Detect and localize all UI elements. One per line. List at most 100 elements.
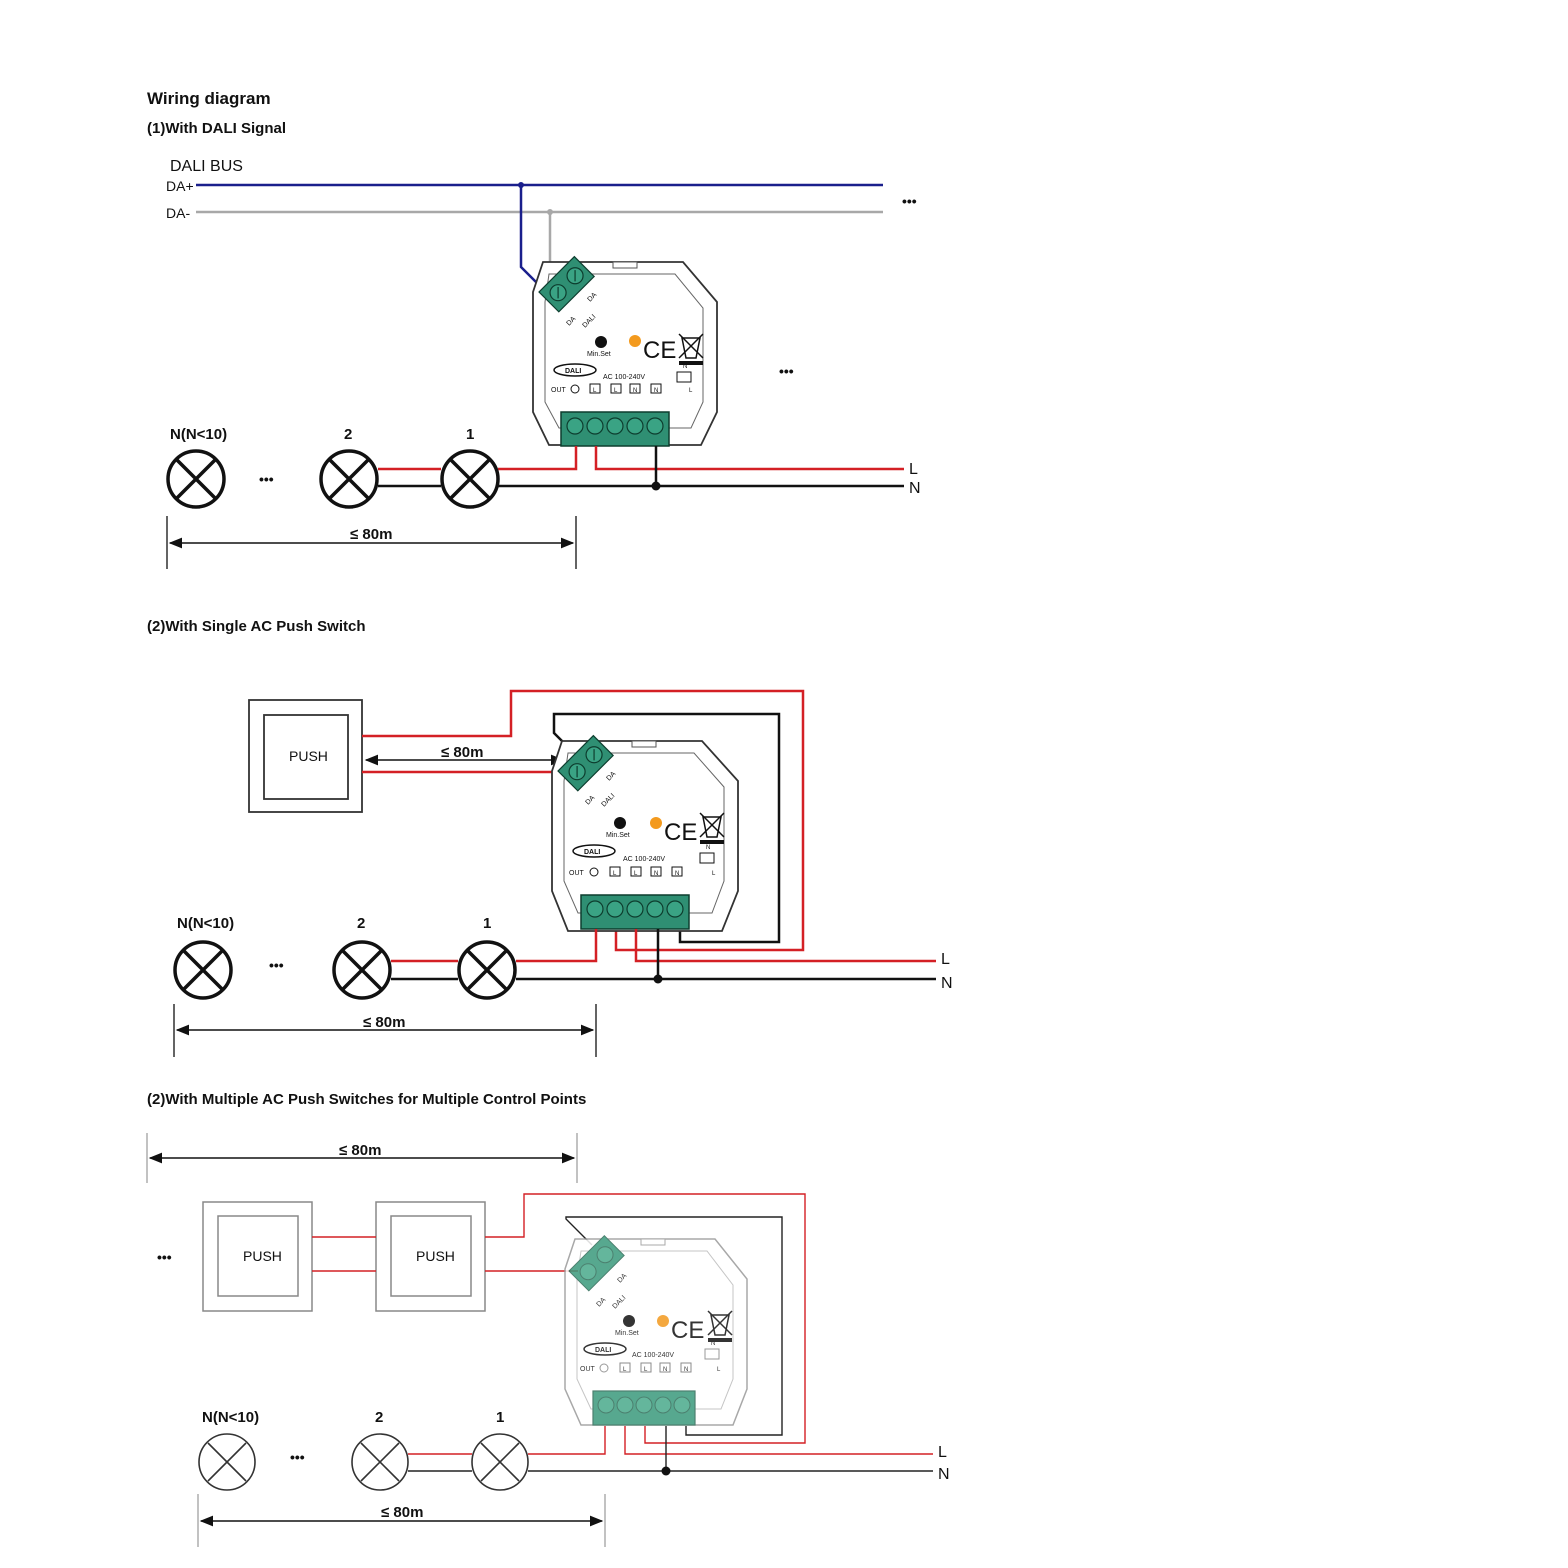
neutral-label-2: N bbox=[941, 975, 953, 992]
out-lamp-icon-2 bbox=[589, 867, 599, 877]
dali-terminal-block bbox=[538, 255, 596, 313]
out-label-3: OUT bbox=[580, 1366, 596, 1373]
dali-bus-label: DALI BUS bbox=[170, 158, 243, 175]
out-lamp-icon bbox=[570, 384, 580, 394]
switch-neutral-loop-wire bbox=[552, 712, 781, 944]
dali-logo bbox=[553, 363, 597, 377]
section1-heading: (1)With DALI Signal bbox=[147, 120, 286, 137]
terminal-label-l2: L bbox=[614, 388, 618, 394]
terminal-label-l1-2: L bbox=[613, 871, 617, 877]
dali-logo-text-2: DALI bbox=[584, 849, 600, 856]
switch-neutral-loop-wire-3 bbox=[565, 1216, 783, 1436]
voltage-label-2: AC 100-240V bbox=[623, 856, 665, 863]
weee-icon bbox=[678, 333, 704, 365]
terminal-label-n2-3: N bbox=[684, 1367, 688, 1373]
weee-icon-3 bbox=[707, 1310, 733, 1342]
out-lamp-icon-3 bbox=[599, 1363, 609, 1373]
terminal-label-n2: N bbox=[654, 388, 658, 394]
lamp-1-label-3: 1 bbox=[496, 1409, 504, 1426]
switch-ellipsis: ••• bbox=[157, 1249, 172, 1265]
lamp-1-label: 1 bbox=[466, 426, 474, 443]
section2-heading: (2)With Single AC Push Switch bbox=[147, 618, 365, 635]
min-set-label: Min.Set bbox=[587, 351, 611, 358]
terminal-label-n1-2: N bbox=[654, 871, 658, 877]
lamp-ellipsis-2: ••• bbox=[269, 957, 284, 973]
push-switch-b: PUSH bbox=[375, 1201, 486, 1312]
lamp-ellipsis-3: ••• bbox=[290, 1449, 305, 1465]
mains-live-wire-2 bbox=[634, 929, 936, 963]
switch-n-label: N bbox=[683, 364, 687, 370]
terminal-label-n2-2: N bbox=[675, 871, 679, 877]
lamp-2-3 bbox=[351, 1433, 409, 1491]
lamp-distance-label: ≤ 80m bbox=[350, 526, 392, 543]
section-single-push-switch: (2)With Single AC Push Switch PUSH ≤ 80m… bbox=[147, 618, 953, 1057]
terminal-label-l2-3: L bbox=[644, 1367, 648, 1373]
dali-logo-text: DALI bbox=[565, 368, 581, 375]
weee-icon-2 bbox=[699, 812, 725, 844]
min-set-label-2: Min.Set bbox=[606, 832, 630, 839]
out-label: OUT bbox=[551, 387, 567, 394]
min-set-button-2 bbox=[614, 817, 626, 829]
lamp-distance-label-2: ≤ 80m bbox=[363, 1014, 405, 1031]
mains-live-wire-3 bbox=[624, 1426, 933, 1455]
switch-symbol-icon-2 bbox=[699, 852, 715, 864]
controller-module-3: DA DA DALI Min.Set CE DALI AC 100-240V O… bbox=[564, 1234, 748, 1426]
ce-mark-2: CE bbox=[664, 819, 697, 846]
push-switch-label: PUSH bbox=[289, 748, 328, 764]
lamp-2-label: 2 bbox=[344, 426, 352, 443]
neutral-junction-3 bbox=[661, 1466, 671, 1476]
min-set-label-3: Min.Set bbox=[615, 1330, 639, 1337]
lamp-n-label-2: N(N<10) bbox=[177, 915, 234, 932]
ce-mark-3: CE bbox=[671, 1317, 704, 1344]
page-title: Wiring diagram bbox=[147, 89, 271, 108]
lamp-live-wire bbox=[498, 446, 578, 471]
dali-logo-3 bbox=[583, 1342, 627, 1356]
lamp-live-wire-3 bbox=[528, 1426, 606, 1455]
status-indicator-2 bbox=[650, 817, 662, 829]
live-label-2: L bbox=[941, 951, 950, 968]
lamp-2-label-2: 2 bbox=[357, 915, 365, 932]
neutral-junction bbox=[651, 481, 661, 491]
switch-live-feed-wire bbox=[362, 689, 805, 952]
controller-module-1: DA DA DALI Min.Set CE DALI AC 100-240V O… bbox=[532, 255, 718, 447]
mains-live-wire bbox=[594, 446, 904, 471]
switches-distance-label: ≤ 80m bbox=[339, 1142, 381, 1159]
dali-logo-2 bbox=[572, 844, 616, 858]
dali-logo-text-3: DALI bbox=[595, 1347, 611, 1354]
side-ellipsis: ••• bbox=[779, 363, 794, 379]
switch-distance-label: ≤ 80m bbox=[441, 744, 483, 761]
lamp-ellipsis: ••• bbox=[259, 471, 274, 487]
neutral-junction-2 bbox=[653, 974, 663, 984]
terminal-label-n1-3: N bbox=[663, 1367, 667, 1373]
lamp-distance-label-3: ≤ 80m bbox=[381, 1504, 423, 1521]
terminal-label-l1-3: L bbox=[623, 1367, 627, 1373]
switch-n-label-2: N bbox=[706, 845, 710, 851]
switch-symbol-icon-3 bbox=[704, 1348, 720, 1360]
switch-live-feed-wire-3 bbox=[485, 1193, 806, 1444]
terminal-label-l1: L bbox=[593, 388, 597, 394]
lamp-1-2 bbox=[457, 940, 517, 1000]
terminal-label-l2-2: L bbox=[634, 871, 638, 877]
voltage-label: AC 100-240V bbox=[603, 374, 645, 381]
lamp-live-wire-2 bbox=[516, 929, 598, 963]
switch-n-label-3: N bbox=[711, 1341, 715, 1347]
voltage-label-3: AC 100-240V bbox=[632, 1352, 674, 1359]
section-dali-signal: (1)With DALI Signal DALI BUS DA+ DA- •••… bbox=[147, 120, 921, 569]
lamp-2-2 bbox=[332, 940, 392, 1000]
section-multiple-push-switches: (2)With Multiple AC Push Switches for Mu… bbox=[146, 1091, 950, 1547]
min-set-button bbox=[595, 336, 607, 348]
switch-l-label-2: L bbox=[712, 871, 716, 877]
neutral-label-3: N bbox=[938, 1466, 950, 1483]
dali-terminal-block-2 bbox=[557, 734, 615, 792]
lamp-n-label: N(N<10) bbox=[170, 426, 227, 443]
dali-terminal-block-3 bbox=[568, 1234, 625, 1292]
lamp-2 bbox=[319, 449, 379, 509]
push-switch: PUSH bbox=[248, 699, 363, 813]
lamp-2-label-3: 2 bbox=[375, 1409, 383, 1426]
lamp-1 bbox=[440, 449, 500, 509]
switch-symbol-icon bbox=[676, 371, 692, 383]
switch-l-label: L bbox=[689, 388, 693, 394]
out-label-2: OUT bbox=[569, 870, 585, 877]
da-minus-label: DA- bbox=[166, 205, 190, 221]
